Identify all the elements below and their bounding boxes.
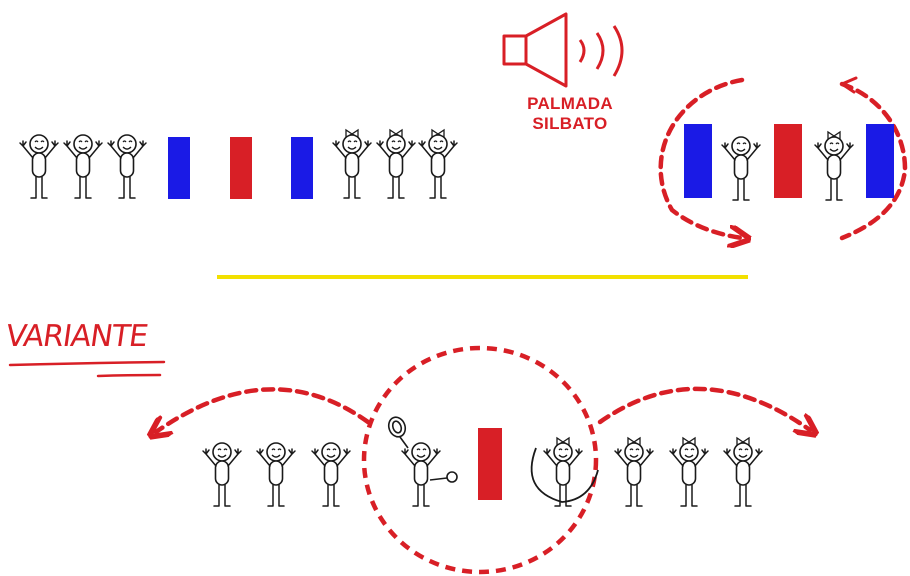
ball-icon <box>429 471 458 483</box>
variant-underline <box>8 360 166 378</box>
person-bow-icon <box>615 438 653 506</box>
dashed-circle-icon <box>361 345 599 575</box>
right-players <box>615 438 762 506</box>
person-icon <box>721 136 761 201</box>
signal-label-palmada: PALMADA <box>527 94 613 113</box>
signal-label-silbato: SILBATO <box>532 114 608 133</box>
person-bow-icon <box>377 130 415 198</box>
person-bow-icon <box>670 438 708 506</box>
person-icon <box>19 134 59 199</box>
variant-title: VARIANTE <box>3 319 150 354</box>
person-bow-icon <box>724 438 762 506</box>
person-icon <box>311 442 351 507</box>
team-b-players <box>333 130 457 198</box>
person-bow-icon <box>544 438 582 506</box>
blue-zone-marker <box>866 124 894 198</box>
arrow-head-icon <box>840 76 858 94</box>
dashed-arrow-left-icon <box>156 387 371 432</box>
top-row <box>19 130 457 199</box>
dashed-arrow-right-icon <box>597 386 810 430</box>
speaker-icon <box>502 12 624 88</box>
blue-zone-marker <box>291 137 313 199</box>
hoop-icon <box>530 447 599 503</box>
rotation-group <box>658 76 908 241</box>
person-icon <box>256 442 296 507</box>
left-players <box>202 442 351 507</box>
person-bow-icon <box>419 130 457 198</box>
person-with-paddle <box>387 416 458 507</box>
person-with-hoop <box>530 438 599 506</box>
blue-zone-marker <box>684 124 712 198</box>
dashed-circular-arrow-icon <box>658 77 742 238</box>
red-zone-marker <box>230 137 252 199</box>
person-bow-icon <box>333 130 371 198</box>
red-zone-marker <box>774 124 802 198</box>
red-zone-marker <box>478 428 502 500</box>
person-icon <box>63 134 103 199</box>
dashed-circular-arrow-icon <box>839 81 908 241</box>
person-icon <box>107 134 147 199</box>
person-icon <box>202 442 242 507</box>
bottom-row <box>156 345 810 575</box>
ping-pong-paddle-icon <box>387 416 409 449</box>
team-a-players <box>19 134 147 199</box>
blue-zone-marker <box>168 137 190 199</box>
person-icon <box>401 442 441 507</box>
person-bow-icon <box>815 132 853 200</box>
